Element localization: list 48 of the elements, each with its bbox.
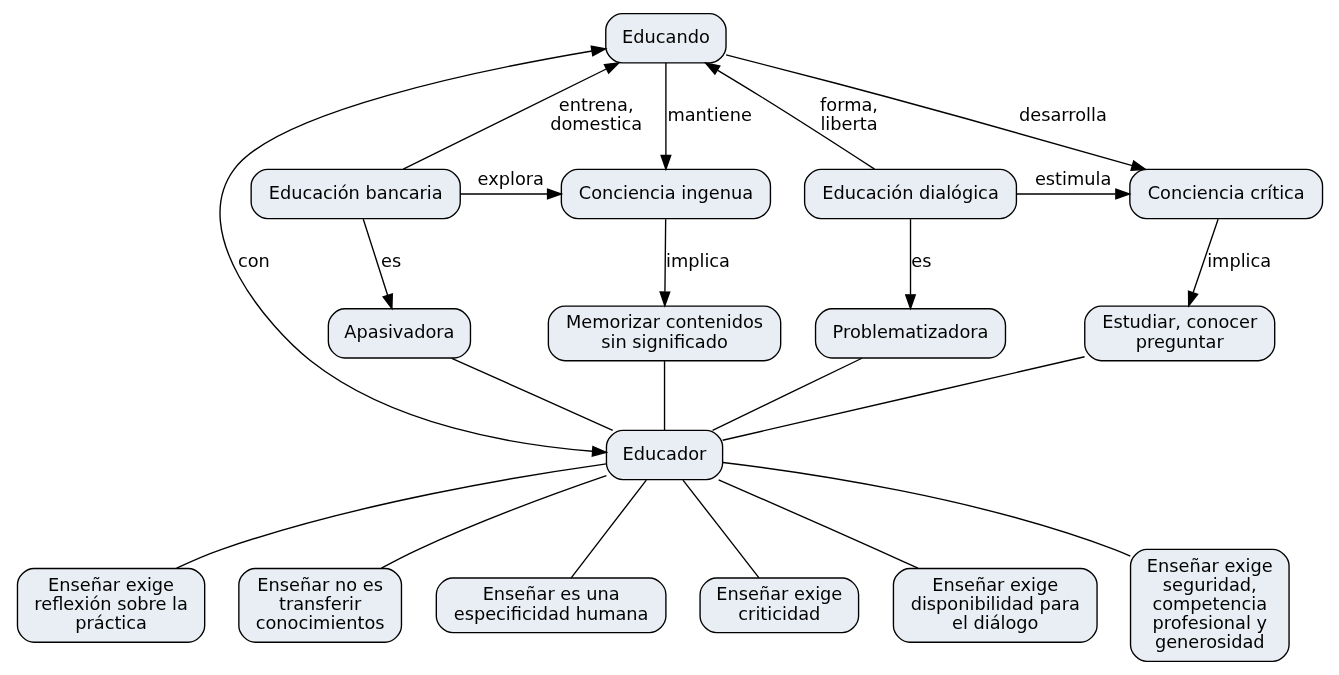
connector xyxy=(681,479,760,579)
node-box: Problematizadora xyxy=(814,308,1006,359)
edge-label: explora xyxy=(477,168,544,189)
connector xyxy=(721,461,1131,557)
edge-label: es xyxy=(380,250,401,271)
node-box: Memorizar contenidos sin significado xyxy=(547,305,781,362)
connector xyxy=(711,357,863,432)
node-box: Enseñar exige seguridad, competencia profesional y generosidad xyxy=(1129,548,1290,663)
connector xyxy=(717,479,919,569)
edge-label: implica xyxy=(665,250,730,271)
arrow xyxy=(703,62,875,170)
node-box: Educación bancaria xyxy=(249,168,461,220)
edge-label: con xyxy=(237,250,270,271)
connector xyxy=(663,360,665,431)
node-box: Educando xyxy=(604,12,727,64)
edge-label: forma, liberta xyxy=(819,95,878,135)
arrow xyxy=(724,54,1147,171)
connector xyxy=(175,463,607,569)
node-box: Enseñar es una especificidad humana xyxy=(435,577,667,634)
edge-label: implica xyxy=(1206,250,1271,271)
edge-label: estimula xyxy=(1034,168,1111,189)
edge-label: mantiene xyxy=(666,104,752,125)
arrow xyxy=(1015,188,1132,200)
node-box: Enseñar no es transferir conocimientos xyxy=(237,567,402,643)
edge-label: desarrolla xyxy=(1018,104,1107,125)
connector xyxy=(380,474,607,569)
node-box: Conciencia ingenua xyxy=(560,168,771,220)
node-box: Enseñar exige disponibilidad para el diálogo xyxy=(892,567,1098,643)
arrow xyxy=(658,218,671,308)
arrow xyxy=(904,218,916,311)
node-box: Educación dialógica xyxy=(803,168,1017,220)
arrow xyxy=(362,218,393,311)
node-box: Enseñar exige reflexión sobre la práctica xyxy=(16,567,205,643)
arrow xyxy=(402,61,621,170)
connector xyxy=(721,356,1085,441)
arrow xyxy=(459,188,563,200)
arrow xyxy=(659,62,672,172)
edge-label: es xyxy=(910,250,932,271)
node-box: Apasivadora xyxy=(327,308,471,359)
arrow xyxy=(219,45,608,457)
arrow xyxy=(1187,218,1219,308)
connector xyxy=(570,479,647,579)
connector xyxy=(450,357,613,432)
node-box: Educador xyxy=(605,429,723,481)
node-box: Enseñar exige criticidad xyxy=(698,577,859,634)
node-box: Estudiar, conocer preguntar xyxy=(1083,305,1275,362)
node-box: Conciencia crítica xyxy=(1128,168,1323,220)
edge-label: entrena, domestica xyxy=(549,95,642,135)
